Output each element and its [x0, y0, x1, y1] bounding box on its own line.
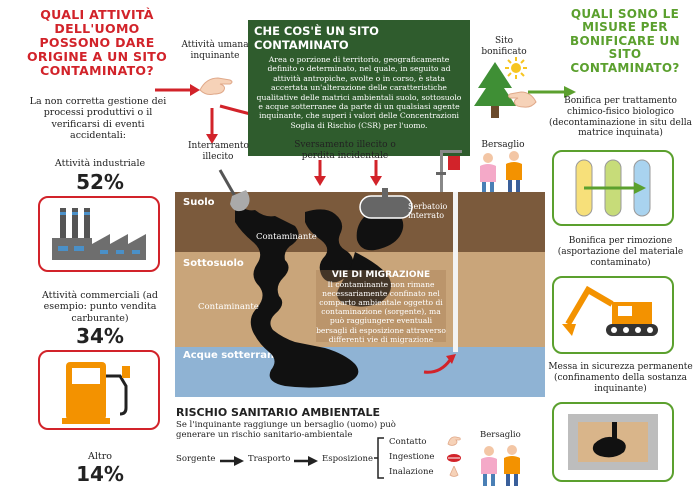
reclaimed-site-label: Sito bonificato — [481, 36, 527, 57]
containment-icon — [568, 414, 658, 470]
migration-panel: VIE DI MIGRAZIONE Il contaminante non ri… — [316, 270, 446, 344]
burial-label: Interramento illecito — [188, 141, 249, 162]
fuel-pump-icon — [62, 362, 130, 424]
well-pipe — [453, 192, 458, 352]
category-percent-other: 14% — [76, 462, 124, 486]
people-icon-bottom — [481, 445, 520, 486]
category-percent-commercial: 34% — [76, 324, 124, 348]
underground-tank-icon — [359, 188, 413, 219]
route-ingestion: Ingestione — [389, 452, 435, 462]
excavator-box — [552, 276, 674, 354]
people-icon — [480, 151, 522, 192]
spill-arrows — [314, 160, 382, 186]
hand-small-icon — [447, 436, 461, 446]
contaminant-label-2: Contaminante — [198, 302, 259, 312]
mouth-icon — [447, 454, 461, 462]
category-label-industrial: Attività industriale — [54, 158, 146, 169]
chain-transport: Trasporto — [248, 454, 291, 464]
risk-subtitle: Se l'inquinante raggiunge un bersaglio (… — [176, 420, 396, 441]
water-well-icon — [436, 150, 462, 192]
groundwater-label: Acque sotterranee — [183, 350, 288, 361]
containment-box — [552, 402, 674, 482]
human-activity-label: Attività umana inquinante — [181, 40, 249, 61]
excavator-icon — [562, 285, 658, 336]
groundwater-layer — [175, 347, 545, 397]
contaminant-plume — [235, 202, 404, 388]
tank-label: Serbatoio interrato — [408, 202, 448, 220]
category-percent-industrial: 52% — [76, 170, 124, 194]
tree-icon — [474, 62, 516, 118]
hand-right-icon — [508, 91, 537, 108]
risk-target-label: Bersaglio — [480, 430, 521, 440]
factory-box — [38, 196, 160, 272]
routes-bracket — [374, 437, 384, 479]
contaminant-label-1: Contaminante — [256, 232, 317, 242]
measure-3-text: Messa in sicurezza permanente (confiname… — [548, 362, 693, 394]
green-arrow — [528, 86, 576, 98]
fuel-pump-box — [38, 350, 160, 430]
shovel-icon — [218, 169, 250, 212]
definition-title: CHE COS'È UN SITO CONTAMINATO — [254, 24, 379, 52]
target-label-top: Bersaglio — [481, 140, 525, 150]
risk-title: RISCHIO SANITARIO AMBIENTALE — [176, 406, 381, 419]
sun-icon — [505, 57, 527, 79]
definition-text: Area o porzione di territorio, geografic… — [256, 55, 462, 130]
nose-icon — [449, 466, 459, 477]
measure-2-text: Bonifica per rimozione (asportazione del… — [557, 236, 684, 268]
measure-1-text: Bonifica per trattamento chimico-fisico … — [549, 96, 692, 139]
subsoil-label: Sottosuolo — [183, 258, 244, 269]
chain-arrow-1 — [220, 456, 244, 466]
migration-arrow — [423, 354, 456, 374]
hand-icon — [199, 77, 233, 95]
migration-title: VIE DI MIGRAZIONE — [331, 270, 431, 280]
category-label-other: Altro — [88, 451, 112, 462]
chain-exposure: Esposizione — [322, 454, 374, 464]
spill-label: Sversamento illecito o perdita incidenta… — [294, 140, 396, 161]
left-question: QUALI ATTIVITÀ DELL'UOMO POSSONO DARE OR… — [26, 7, 168, 78]
chain-arrow-2 — [294, 456, 318, 466]
route-contact: Contatto — [389, 437, 427, 447]
right-question: QUALI SONO LE MISURE PER BONIFICARE UN S… — [570, 7, 680, 75]
left-intro: La non corretta gestione dei processi pr… — [29, 96, 167, 142]
test-tubes-box — [552, 150, 674, 226]
category-label-commercial: Attività commerciali (ad esempio: punto … — [41, 290, 159, 324]
definition-box: CHE COS'È UN SITO CONTAMINATO Area o por… — [248, 20, 470, 156]
soil-label: Suolo — [183, 197, 215, 208]
factory-icon — [52, 208, 146, 260]
chain-source: Sorgente — [176, 454, 216, 464]
migration-text: Il contaminante non rimane necessariamen… — [316, 280, 446, 344]
route-inhalation: Inalazione — [389, 467, 434, 477]
test-tubes-icon — [575, 159, 651, 217]
